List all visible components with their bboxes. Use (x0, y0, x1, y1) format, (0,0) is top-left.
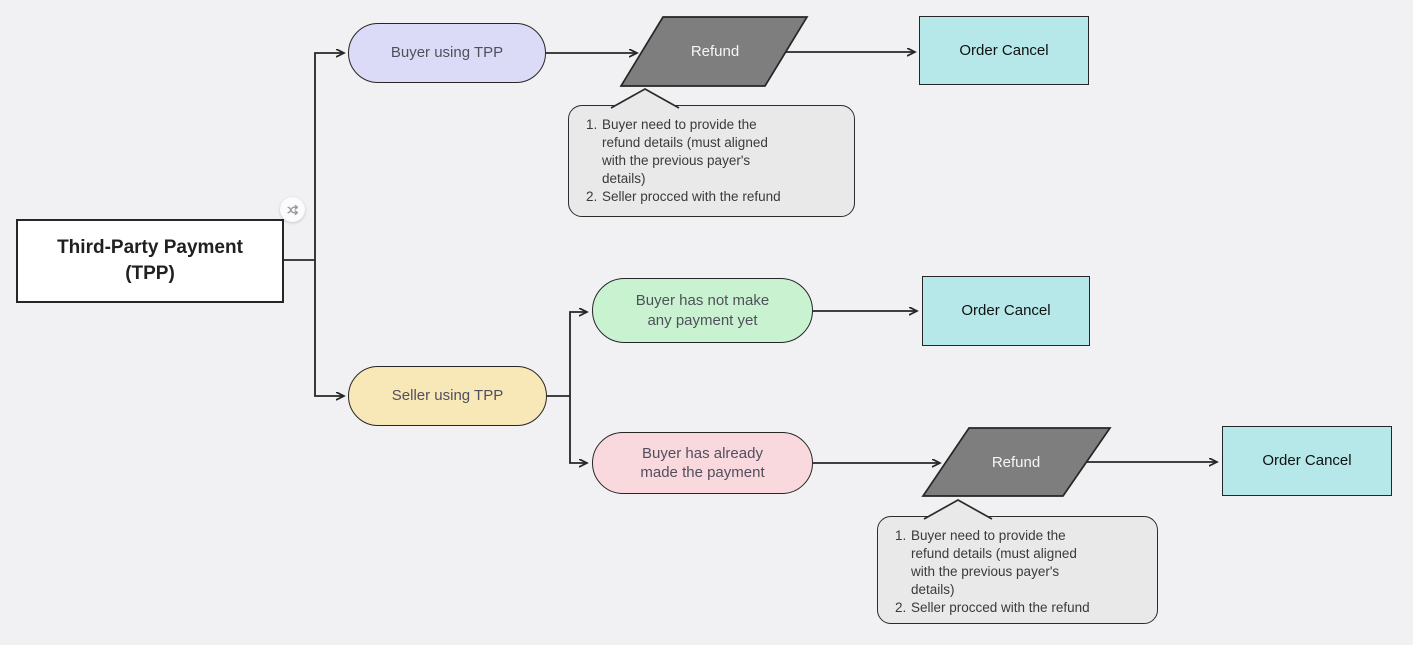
node-order-cancel-3[interactable]: Order Cancel (1222, 426, 1392, 496)
node-buyer-already-paid[interactable]: Buyer has already made the payment (592, 432, 813, 494)
refund-note-1-list: Buyer need to provide the refund details… (575, 116, 846, 206)
note-item: Buyer need to provide the refund details… (601, 116, 846, 188)
connector-root-to-seller[interactable] (314, 260, 343, 396)
connector-seller-to-paid[interactable] (569, 396, 586, 463)
swap-arrows-icon[interactable] (280, 197, 305, 222)
node-order-cancel-2[interactable]: Order Cancel (922, 276, 1090, 346)
refund-parallelogram-1[interactable] (619, 16, 809, 87)
swap-arrows-glyph (286, 204, 298, 215)
refund-note-2[interactable]: Buyer need to provide the refund details… (877, 516, 1158, 624)
refund-note-1[interactable]: Buyer need to provide the refund details… (568, 105, 855, 217)
node-buyer-not-paid[interactable]: Buyer has not make any payment yet (592, 278, 813, 343)
refund-note-2-list: Buyer need to provide the refund details… (884, 527, 1149, 617)
node-third-party-payment[interactable]: Third-Party Payment (TPP) (16, 219, 284, 303)
note-item: Seller procced with the refund (910, 599, 1149, 617)
note-item: Seller procced with the refund (601, 188, 846, 206)
node-seller-using-tpp[interactable]: Seller using TPP (348, 366, 547, 426)
refund-parallelogram-2[interactable] (921, 427, 1112, 497)
connector-root-to-buyer[interactable] (314, 53, 343, 260)
node-order-cancel-1[interactable]: Order Cancel (919, 16, 1089, 85)
connector-seller-to-notpaid[interactable] (569, 312, 586, 396)
node-buyer-using-tpp[interactable]: Buyer using TPP (348, 23, 546, 83)
note-item: Buyer need to provide the refund details… (910, 527, 1149, 599)
